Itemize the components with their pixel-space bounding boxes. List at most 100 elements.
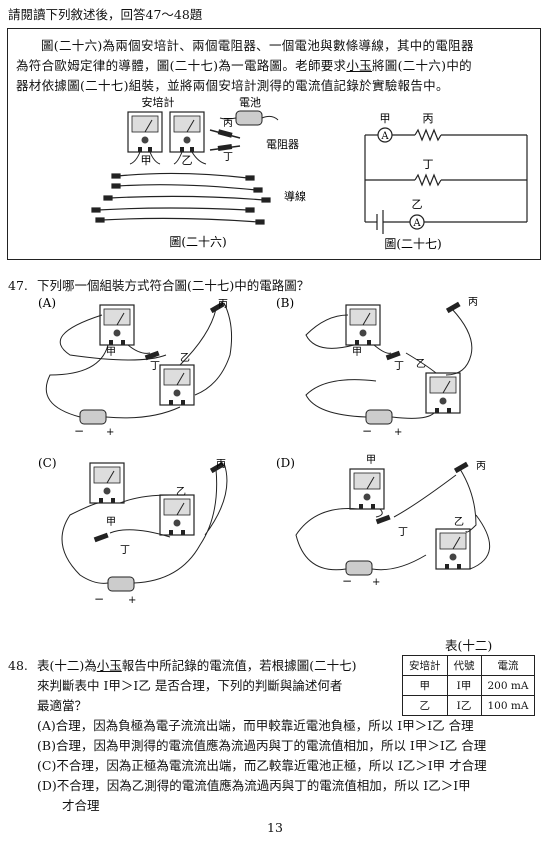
fig26-meter-a: 甲	[141, 154, 152, 167]
q48-number: 48.	[8, 658, 28, 673]
option-c-meter-yi-icon	[159, 494, 195, 536]
q48-line-3: 最適當？	[37, 698, 88, 713]
option-b-r2: 丁	[394, 361, 404, 372]
intro-line-3: 器材依據圖(二十七)組裝，並將兩個安培計測得的電流值記錄於實驗報告中。	[16, 78, 449, 93]
option-b-plus: +	[394, 427, 402, 438]
current-table: 安培計 代號 電流 甲 I甲 200 mA 乙 I乙 100 mA	[402, 655, 536, 716]
fig26-caption: 圖(二十六)	[169, 235, 226, 249]
option-d-meter1: 甲	[366, 455, 376, 466]
fig27-caption: 圖(二十七)	[384, 237, 441, 251]
option-a-label: (A)	[38, 296, 56, 310]
option-a-meter-jia-icon	[99, 304, 135, 346]
table-cell: 200 mA	[480, 675, 536, 696]
option-d-r1: 丙	[476, 461, 486, 472]
fig26-res-a: 丙	[223, 118, 233, 129]
option-b-res-bing-icon	[445, 301, 461, 314]
option-a-panel[interactable]: (A) 甲 乙 丙 丁 − +	[38, 296, 232, 438]
meter-yi-icon	[169, 111, 205, 153]
table-cell: 乙	[402, 695, 448, 716]
q48-option-c[interactable]: (C)不合理，因為正極為電流流出端，而乙較靠近電池正極，所以 I乙＞I甲 才合理	[37, 758, 487, 773]
fig26-ammeter-label: 安培計	[142, 95, 175, 109]
option-b-meter1: 甲	[352, 347, 362, 358]
option-b-minus: −	[362, 424, 372, 438]
option-b-meter-jia-icon	[345, 304, 381, 346]
option-d-r2: 丁	[398, 527, 408, 538]
option-d-battery-icon	[345, 560, 373, 576]
option-c-panel[interactable]: (C) 甲 乙 丙 丁 − +	[38, 456, 228, 606]
option-b-r1: 丙	[468, 297, 478, 308]
table-header-cell: 代號	[446, 655, 482, 676]
q48-line-1-post: 報告中所記錄的電流值，若根據圖(二十七)	[121, 658, 357, 673]
option-d-plus: +	[372, 577, 380, 588]
option-b-res-ding-icon	[385, 350, 401, 361]
meter-jia-icon	[127, 111, 163, 153]
fig26-resistor-label: 電阻器	[266, 138, 299, 151]
option-b-label: (B)	[276, 296, 294, 310]
intro-box	[7, 28, 541, 260]
option-a-plus: +	[106, 427, 114, 438]
table-cell: 100 mA	[480, 695, 536, 716]
option-a-meter1: 甲	[106, 347, 116, 358]
option-d-meter-yi-icon	[435, 528, 471, 570]
option-a-battery-icon	[79, 409, 107, 425]
option-c-label: (C)	[38, 456, 57, 470]
option-c-r2: 丁	[120, 545, 130, 556]
fig26-battery-label: 電池	[239, 96, 261, 109]
option-b-panel[interactable]: (B) 甲 乙 丙 丁 − +	[276, 296, 478, 438]
table-header-cell: 電流	[480, 655, 536, 676]
option-b-meter2: 乙	[416, 358, 426, 370]
option-c-battery-icon	[107, 576, 135, 592]
option-b-battery-icon	[365, 409, 393, 425]
table-cell: I甲	[446, 675, 482, 696]
q47-text: 下列哪一個組裝方式符合圖(二十七)中的電路圖？	[37, 278, 310, 293]
q48-option-d-cont: 才合理	[62, 798, 100, 813]
option-a-meter2: 乙	[180, 352, 190, 364]
table-cell: 甲	[402, 675, 448, 696]
table-row: 乙 I乙 100 mA	[402, 695, 536, 716]
fig27-label-b: 丙	[423, 112, 434, 125]
table12-title: 表(十二)	[445, 638, 493, 653]
intro-line-2-text: 為符合歐姆定律的導體，圖(二十七)為一電路圖。老師要求	[16, 58, 347, 73]
section-instruction: 請閱讀下列敘述後，回答47～48題	[8, 7, 203, 22]
resistor-bing-icon	[209, 129, 241, 139]
battery-icon	[219, 110, 279, 126]
option-d-panel[interactable]: (D) 甲 乙 丙 丁 − +	[276, 455, 491, 588]
fig26-meter-b: 乙	[182, 154, 193, 167]
q48-line-1: 表(十二)為小玉報告中所記錄的電流值，若根據圖(二十七)	[37, 658, 357, 673]
option-c-plus: +	[128, 595, 136, 606]
q48-line-2: 來判斷表中 I甲＞I乙 是否合理，下列的判斷與論述何者	[37, 678, 343, 693]
option-a-minus: −	[74, 424, 84, 438]
intro-line-2: 為符合歐姆定律的導體，圖(二十七)為一電路圖。老師要求小玉將圖(二十六)中的	[16, 56, 532, 76]
option-a-meter-yi-icon	[159, 364, 195, 406]
fig27-ammeter-a-symbol: A	[380, 131, 389, 142]
option-b-meter-yi-icon	[425, 372, 461, 414]
option-c-minus: −	[94, 592, 104, 606]
option-d-meter2: 乙	[454, 516, 464, 528]
figure-26: 安培計 甲 乙 電池 丙 丁 電阻器 導線	[91, 95, 306, 249]
q47-number: 47.	[8, 278, 28, 293]
table-row: 甲 I甲 200 mA	[402, 675, 536, 696]
q48-option-b[interactable]: (B)合理，因為甲測得的電流值應為流過丙與丁的電流值相加，所以 I甲＞I乙 合理	[37, 738, 487, 753]
student-name: 小玉	[346, 58, 372, 73]
option-c-r1: 丙	[216, 459, 226, 470]
fig27-label-d: 乙	[412, 198, 423, 211]
fig27-label-c: 丁	[423, 158, 434, 171]
q48-option-a[interactable]: (A)合理，因為負極為電子流流出端，而甲較靠近電池負極，所以 I甲＞I乙 合理	[37, 718, 474, 733]
fig27-label-a: 甲	[380, 112, 391, 125]
fig26-res-b: 丁	[223, 152, 233, 163]
option-c-meter2: 乙	[176, 486, 186, 498]
q48-student-name: 小玉	[96, 658, 122, 673]
option-a-r2: 丁	[150, 361, 160, 372]
option-d-label: (D)	[276, 456, 295, 470]
figure-27: A A 甲 丙 丁 乙 圖(二十七)	[364, 112, 528, 251]
option-c-meter1: 甲	[106, 517, 116, 528]
option-c-res-ding-icon	[93, 532, 109, 543]
fig27-ammeter-b-symbol: A	[412, 218, 421, 229]
resistor-ding-icon	[209, 144, 241, 151]
intro-line-1: 圖(二十六)為兩個安培計、兩個電阻器、一個電池與數條導線，其中的電阻器	[41, 38, 474, 53]
wires-icon	[91, 172, 271, 225]
q48-option-d[interactable]: (D)不合理，因為乙測得的電流值應為流過丙與丁的電流值相加，所以 I乙＞I甲	[37, 778, 471, 793]
page-number: 13	[267, 820, 283, 835]
option-d-minus: −	[342, 574, 352, 588]
fig26-wire-label: 導線	[284, 189, 306, 203]
